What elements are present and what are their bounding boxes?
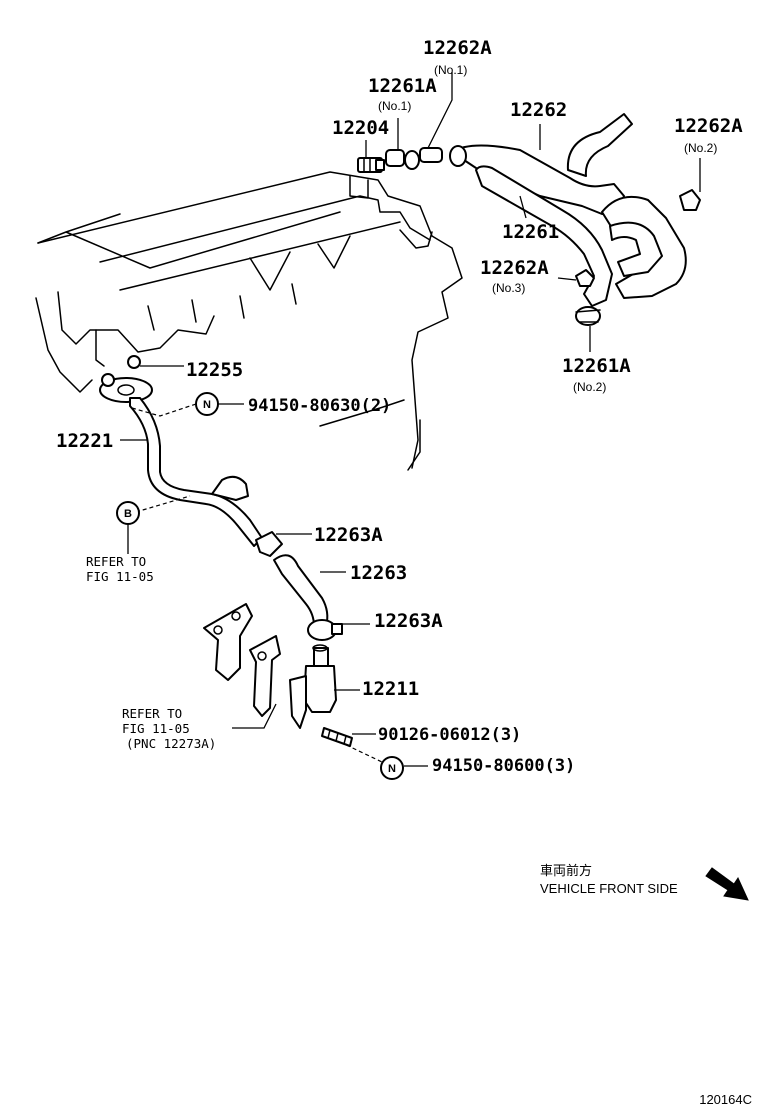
label-12261: 12261 [502,221,559,243]
gasket-12255 [99,355,153,403]
ref-b-line1: REFER TO [86,554,146,569]
label-12263: 12263 [350,562,407,584]
label-12255: 12255 [186,359,243,381]
clamp-12262A-no3 [575,269,595,287]
circle-b [116,501,140,525]
bracket-ref-lower [249,635,281,717]
ref-b-line2: FIG 11-05 [86,569,154,584]
ref-pnc-line3: (PNC 12273A) [126,736,216,751]
label-12261A-no2-sub: (No.2) [573,380,606,394]
ref-pnc-line2: FIG 11-05 [122,721,190,736]
label-12261A-no1: 12261A [368,75,437,97]
union-12204 [357,157,385,173]
direction-arrow-icon [705,867,749,901]
clamp-12261A-no2 [575,306,601,326]
pipe-12221 [129,397,263,547]
label-12261A-no1-sub: (No.1) [378,99,411,113]
direction-label-jp: 車両前方 [540,863,592,878]
figure-id: 120164C [699,1092,752,1107]
circle-n-lower-letter: N [388,763,396,775]
engine-block-outline [35,171,463,471]
label-12262A-no1-sub: (No.1) [434,63,467,77]
circle-b-letter: B [124,508,132,520]
hose-12263 [273,554,329,627]
clamp-12262A-no2 [679,189,701,211]
hose-12262 [451,113,687,299]
label-12221: 12221 [56,430,113,452]
label-12262A-no1: 12262A [423,37,492,59]
circle-n-upper-letter: N [203,399,211,411]
clamp-12261A-no1 [385,149,420,170]
valve-12211 [289,644,337,729]
label-94150-80630: 94150-80630(2) [248,396,391,416]
hose-12261 [475,165,613,307]
label-12263A-upper: 12263A [314,524,383,546]
label-12262: 12262 [510,99,567,121]
circle-n-upper [195,392,219,416]
ref-pnc-line1: REFER TO [122,706,182,721]
circle-n-lower [380,756,404,780]
clamp-12263A-lower [307,619,343,641]
label-12262A-no2: 12262A [674,115,743,137]
label-12261A-no2: 12261A [562,355,631,377]
stud-90126 [321,727,353,747]
label-12262A-no3-sub: (No.3) [492,281,525,295]
clamp-12263A-upper [255,531,283,557]
label-12204: 12204 [332,117,389,139]
label-12262A-no3: 12262A [480,257,549,279]
direction-label-en: VEHICLE FRONT SIDE [540,881,678,896]
bracket-ref-upper [203,603,253,681]
label-12263A-lower: 12263A [374,610,443,632]
label-94150-80600: 94150-80600(3) [432,756,575,776]
label-90126-06012: 90126-06012(3) [378,725,521,745]
label-12211: 12211 [362,678,419,700]
label-12262A-no2-sub: (No.2) [684,141,717,155]
leader-lines [120,72,701,767]
clamp-12262A-no1 [419,145,467,167]
